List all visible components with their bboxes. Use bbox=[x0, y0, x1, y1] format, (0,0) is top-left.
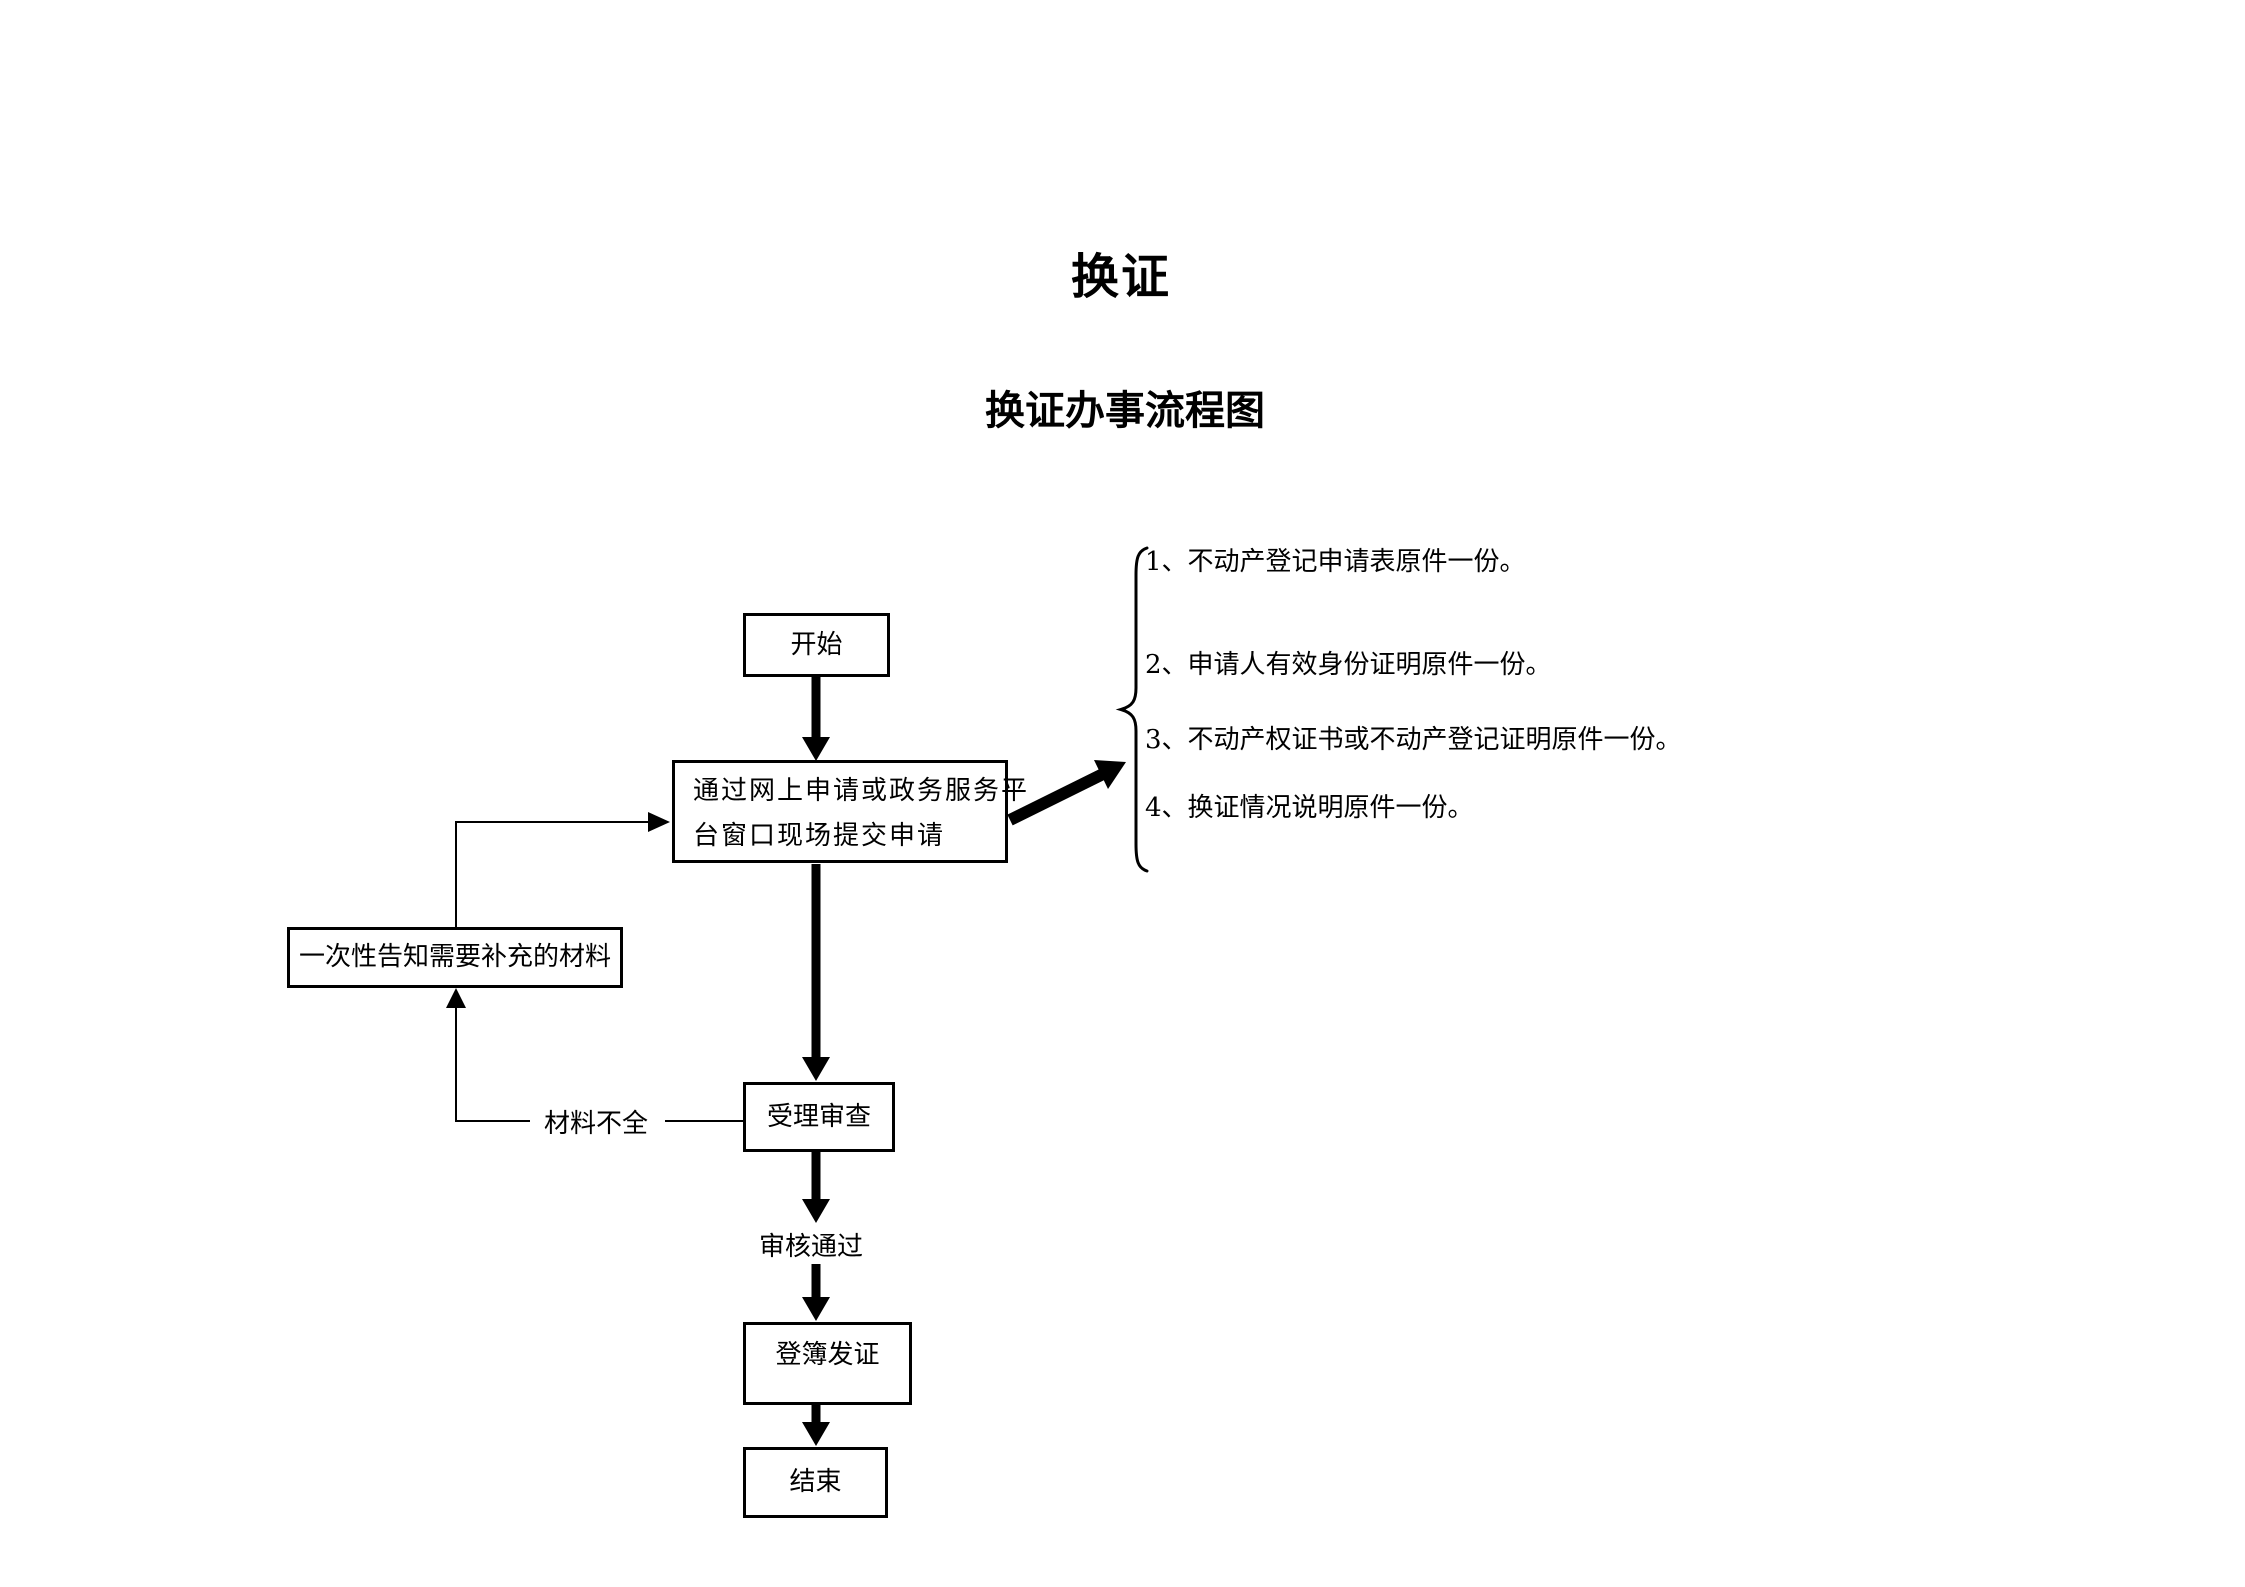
flow-node-review-label: 受理审查 bbox=[766, 1101, 871, 1132]
page-subtitle: 换证办事流程图 bbox=[985, 387, 1265, 434]
materials-list-item-3: 3、不动产权证书或不动产登记证明原件一份。 bbox=[1145, 725, 1682, 755]
materials-brace bbox=[1115, 546, 1149, 873]
line-notify-to-submit bbox=[455, 812, 670, 927]
flow-node-end-label: 结束 bbox=[789, 1467, 842, 1498]
edge-label-materials-incomplete: 材料不全 bbox=[543, 1109, 649, 1139]
flow-node-submit-line1: 通过网上申请或政务服务平 bbox=[693, 776, 1030, 806]
materials-list-item-1: 1、不动产登记申请表原件一份。 bbox=[1145, 547, 1526, 577]
feedback-line-review-to-notify bbox=[446, 988, 743, 1122]
arrow-approved-to-register bbox=[802, 1264, 830, 1321]
flow-node-start: 开始 bbox=[743, 613, 890, 677]
arrow-register-to-end bbox=[802, 1405, 830, 1446]
materials-list-item-2: 2、申请人有效身份证明原件一份。 bbox=[1145, 650, 1552, 680]
arrow-start-to-submit bbox=[802, 677, 830, 761]
flow-node-register-label: 登簿发证 bbox=[775, 1340, 880, 1370]
arrow-review-to-approved bbox=[802, 1152, 830, 1223]
arrow-submit-to-review bbox=[802, 864, 830, 1081]
flow-node-end: 结束 bbox=[743, 1447, 888, 1518]
arrow-submit-to-materials bbox=[1007, 760, 1126, 826]
flow-node-notify-missing-materials: 一次性告知需要补充的材料 bbox=[287, 927, 623, 988]
flow-node-register-issue-certificate: 登簿发证 bbox=[743, 1322, 912, 1405]
flow-node-start-label: 开始 bbox=[790, 629, 843, 660]
edge-label-review-approved: 审核通过 bbox=[758, 1232, 864, 1262]
page-title: 换证 bbox=[1070, 249, 1171, 305]
materials-list-item-4: 4、换证情况说明原件一份。 bbox=[1145, 793, 1474, 823]
flow-node-notify-label: 一次性告知需要补充的材料 bbox=[298, 942, 611, 973]
flow-node-acceptance-review: 受理审查 bbox=[743, 1082, 895, 1152]
flow-node-submit-line2: 台窗口现场提交申请 bbox=[693, 821, 946, 851]
flow-node-submit-application: 通过网上申请或政务服务平 台窗口现场提交申请 bbox=[672, 760, 1030, 863]
